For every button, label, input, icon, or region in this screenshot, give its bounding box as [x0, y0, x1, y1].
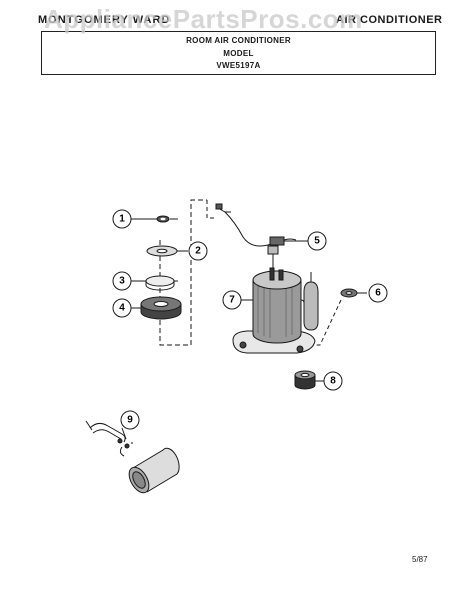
part-7-compressor: [232, 267, 319, 354]
category-header: AIR CONDITIONER: [336, 14, 443, 26]
callout-6-circle: [368, 283, 388, 303]
part-2-washer: [146, 245, 178, 257]
title-line-model-number: VWE5197A: [216, 61, 261, 70]
callout-3-label: 3: [119, 276, 125, 287]
part-5-wire-harness: [215, 203, 297, 268]
callout-6-label: 6: [375, 288, 381, 299]
callout-1-label: 1: [119, 214, 125, 225]
callout-7-label: 7: [229, 295, 235, 306]
page-code: 5/87: [412, 555, 428, 564]
callout-9-label: 9: [127, 415, 133, 426]
callout-5-label: 5: [314, 236, 320, 247]
brand-header: MONTGOMERY WARD: [38, 14, 171, 26]
title-line-product: ROOM AIR CONDITIONER: [186, 36, 291, 45]
title-line-model-label: MODEL: [223, 49, 254, 58]
callout-2-label: 2: [195, 246, 201, 257]
callout-2-circle: [188, 241, 208, 261]
dashed-group-bracket: [159, 240, 191, 346]
part-6-grommet: [340, 288, 358, 298]
callout-9-circle: [120, 410, 140, 430]
callout-8-label: 8: [330, 376, 336, 387]
callout-5-circle: [307, 231, 327, 251]
part-4-rubber-mount: [140, 296, 182, 320]
part-8-bushing: [294, 370, 316, 390]
title-box: ROOM AIR CONDITIONER MODEL VWE5197A: [41, 31, 436, 75]
watermark: AppliancePartsPros.com: [44, 4, 363, 34]
part-9-clamp-and-capacitor: [85, 420, 180, 494]
callout-4-label: 4: [119, 303, 125, 314]
part-3-spacer: [145, 275, 175, 291]
